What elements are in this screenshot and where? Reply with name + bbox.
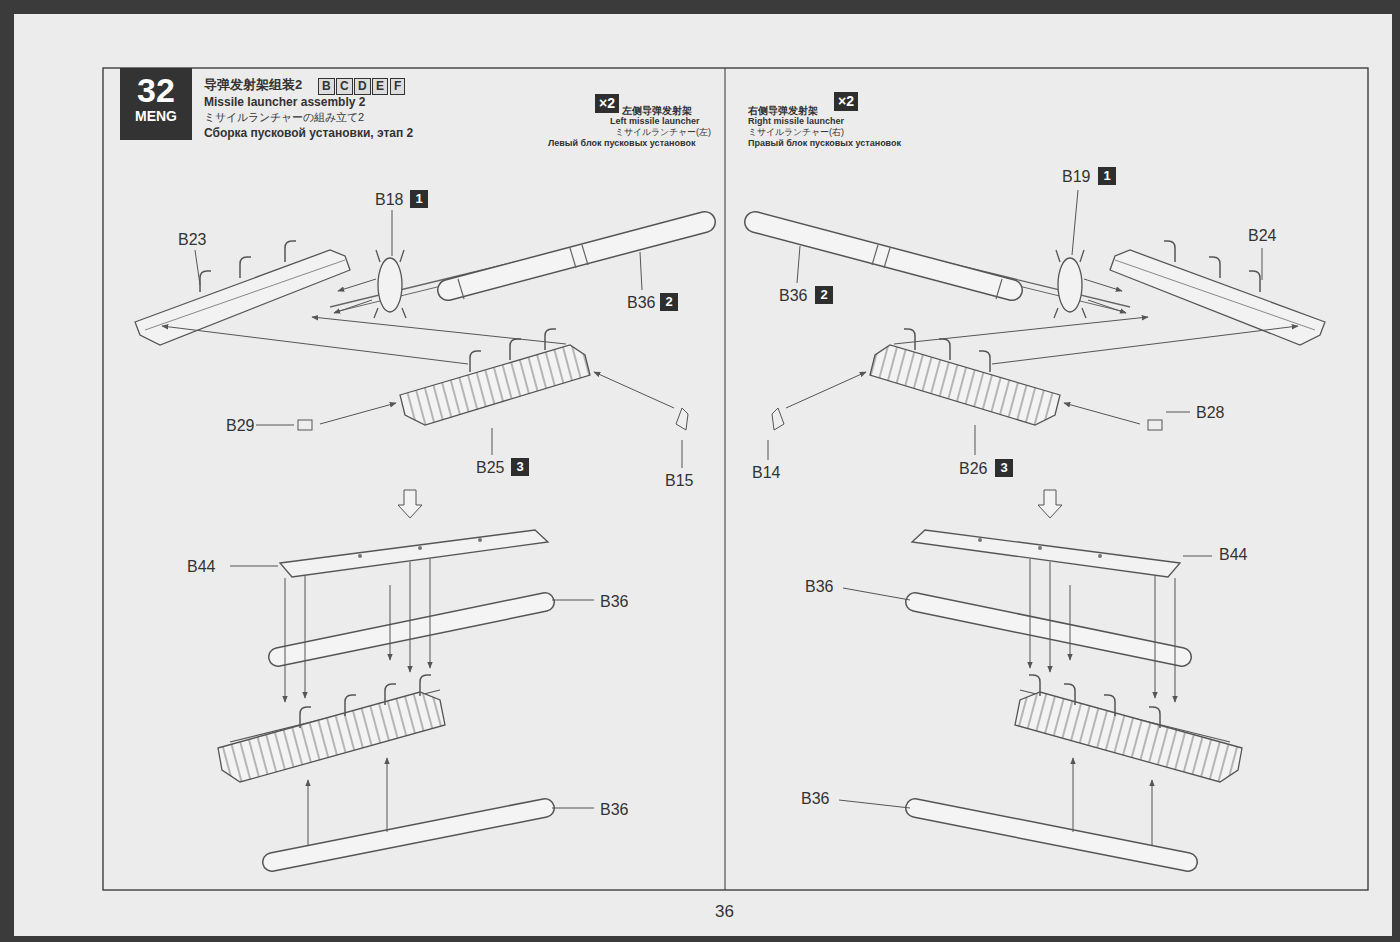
sheet-letter: F xyxy=(390,78,405,95)
sheet-letter: B xyxy=(318,78,335,95)
part-label: B15 xyxy=(665,472,693,490)
part-label: B23 xyxy=(178,231,206,249)
sheet-letter: E xyxy=(372,78,388,95)
part-label: B44 xyxy=(1219,546,1247,564)
part-label: B36 xyxy=(600,801,628,819)
part-label: B29 xyxy=(226,417,254,435)
callout-number: ×2 xyxy=(595,94,619,113)
part-label: Правый блок пусковых установок xyxy=(748,139,901,149)
part-label: Left missile launcher xyxy=(610,117,700,127)
part-label: B19 xyxy=(1062,168,1090,186)
part-label: B18 xyxy=(375,191,403,209)
step-number: 32 xyxy=(124,72,188,109)
part-label: ミサイルランチャー(右) xyxy=(748,128,844,138)
part-label: B36 xyxy=(805,578,833,596)
part-label: Сборка пусковой установки, этап 2 xyxy=(204,127,413,140)
callout-number: 2 xyxy=(815,286,833,304)
part-label: B24 xyxy=(1248,227,1276,245)
part-label: 右侧导弹发射架 xyxy=(748,105,818,116)
part-label: B25 xyxy=(476,459,504,477)
callout-number: 1 xyxy=(410,190,428,208)
part-label: B36 xyxy=(779,287,807,305)
callout-number: ×2 xyxy=(834,92,858,111)
callout-number: 3 xyxy=(511,458,529,476)
part-label: 左侧导弹发射架 xyxy=(622,105,692,116)
part-label: Левый блок пусковых установок xyxy=(548,139,695,149)
part-label: ミサイルランチャーの組み立て2 xyxy=(204,111,364,123)
part-label: B28 xyxy=(1196,404,1224,422)
part-label: B14 xyxy=(752,464,780,482)
part-label: ミサイルランチャー(左) xyxy=(615,128,711,138)
sheet-letter: C xyxy=(336,78,353,95)
part-label: B36 xyxy=(627,294,655,312)
sheet-letter: D xyxy=(354,78,371,95)
callout-number: 2 xyxy=(660,293,678,311)
part-label: 36 xyxy=(715,903,734,922)
part-label: B36 xyxy=(600,593,628,611)
brand-name: MENG xyxy=(124,109,188,124)
callout-number: 1 xyxy=(1098,167,1116,185)
part-label: B26 xyxy=(959,460,987,478)
part-label: Right missile launcher xyxy=(748,117,844,127)
part-label: Missile launcher assembly 2 xyxy=(204,96,365,109)
part-label: B44 xyxy=(187,558,215,576)
step-badge: 32MENG xyxy=(120,68,192,140)
part-label: 导弹发射架组装2 xyxy=(204,78,302,92)
callout-number: 3 xyxy=(995,459,1013,477)
part-label: B36 xyxy=(801,790,829,808)
